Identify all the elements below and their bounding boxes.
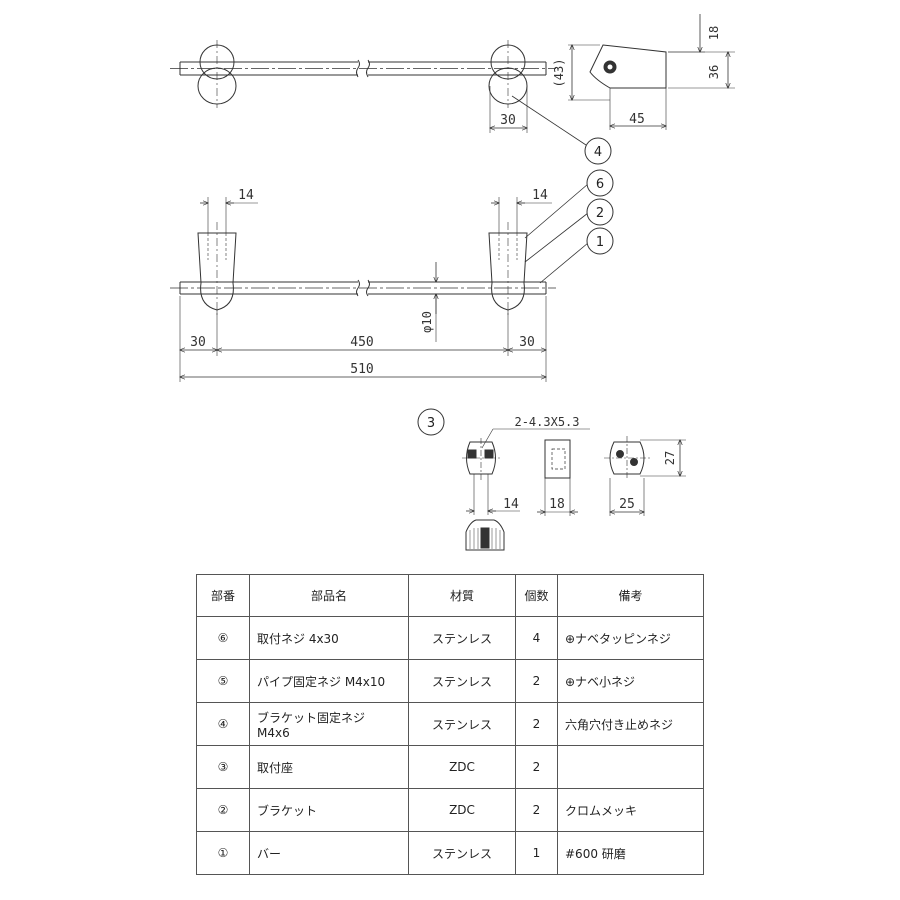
part-note: 六角穴付き止めネジ [557, 702, 704, 746]
part-material: ステンレス [408, 659, 516, 703]
part-name: バー [249, 831, 409, 875]
dim-top-bracket-width: 30 [500, 113, 516, 128]
part-note: クロムメッキ [557, 788, 704, 832]
dim-mount-hole-spec: 2-4.3X5.3 [514, 415, 579, 429]
part-material: ステンレス [408, 616, 516, 660]
part-material: ステンレス [408, 702, 516, 746]
callout-2-circle [586, 198, 614, 226]
dim-mount-base-width: 25 [619, 497, 635, 512]
part-quantity: 2 [515, 702, 558, 746]
part-quantity: 2 [515, 745, 558, 789]
part-note: #600 研磨 [557, 831, 704, 875]
part-name-line2: M4x6 [257, 725, 290, 740]
callout-4: 4 [594, 145, 602, 160]
dim-bracket-width-left: 14 [238, 188, 254, 203]
dim-mount-width: 14 [503, 497, 519, 512]
dim-side-top-offset: 18 [707, 26, 721, 40]
header-part-no: 部番 [196, 574, 250, 617]
table-row: ③ 取付座 ZDC 2 [196, 745, 704, 789]
header-part-name: 部品名 [249, 574, 409, 617]
dim-mount-height: 27 [663, 451, 677, 465]
callout-1-circle [586, 227, 614, 255]
dim-mount-depth: 18 [549, 497, 565, 512]
table-row: ⑥ 取付ネジ 4x30 ステンレス 4 ⊕ナベタッピンネジ [196, 616, 704, 660]
part-no: ⑥ [196, 616, 250, 660]
front-view [170, 183, 589, 382]
part-note: ⊕ナベタッピンネジ [557, 616, 704, 660]
parts-table: 部番 部品名 材質 個数 備考 ⑥ 取付ネジ 4x30 ステンレス 4 ⊕ナベタ… [196, 574, 704, 875]
leader-4 [511, 95, 587, 146]
table-row: ④ ブラケット固定ネジ M4x6 ステンレス 2 六角穴付き止めネジ [196, 702, 704, 746]
dim-side-depth: 45 [629, 112, 645, 127]
dim-pipe-diameter: φ10 [420, 311, 434, 333]
part-no: ⑤ [196, 659, 250, 703]
header-notes: 備考 [557, 574, 704, 617]
part-name: ブラケット [249, 788, 409, 832]
part-quantity: 2 [515, 659, 558, 703]
dim-end-overhang-left: 30 [190, 335, 206, 350]
technical-drawing: 30 (43) 18 36 45 4 [170, 14, 735, 551]
part-quantity: 2 [515, 788, 558, 832]
part-name: 取付座 [249, 745, 409, 789]
callout-3-circle [417, 408, 445, 436]
part-material: ZDC [408, 788, 516, 832]
dim-side-height-paren: (43) [552, 59, 566, 88]
table-row: ⑤ パイプ固定ネジ M4x10 ステンレス 2 ⊕ナベ小ネジ [196, 659, 704, 703]
top-view [170, 40, 556, 133]
side-view [568, 14, 735, 130]
dim-overall-length: 510 [350, 362, 373, 377]
callout-2: 2 [596, 206, 604, 221]
dim-end-overhang-right: 30 [519, 335, 535, 350]
part-name-cell: ブラケット固定ネジ M4x6 [249, 702, 409, 746]
part-note [557, 745, 704, 789]
part-quantity: 4 [515, 616, 558, 660]
part-no: ② [196, 788, 250, 832]
dim-bracket-width-right: 14 [532, 188, 548, 203]
part-quantity: 1 [515, 831, 558, 875]
dim-side-height: 36 [707, 65, 721, 79]
table-row: ① バー ステンレス 1 #600 研磨 [196, 831, 704, 875]
callout-6: 6 [596, 177, 604, 192]
part-material: ZDC [408, 745, 516, 789]
callout-1: 1 [596, 235, 604, 250]
header-material: 材質 [408, 574, 516, 617]
part-note: ⊕ナベ小ネジ [557, 659, 704, 703]
table-row: ② ブラケット ZDC 2 クロムメッキ [196, 788, 704, 832]
dim-center-span: 450 [350, 335, 373, 350]
part-no: ① [196, 831, 250, 875]
part-name: ブラケット固定ネジ [257, 710, 366, 725]
callout-4-circle [584, 137, 612, 165]
callout-3: 3 [427, 416, 435, 431]
callout-6-circle [586, 169, 614, 197]
part-no: ④ [196, 702, 250, 746]
table-header-row: 部番 部品名 材質 個数 備考 [196, 574, 704, 617]
part-name: 取付ネジ 4x30 [249, 616, 409, 660]
part-name: パイプ固定ネジ M4x10 [249, 659, 409, 703]
part-no: ③ [196, 745, 250, 789]
mount-base-views [462, 428, 686, 551]
header-quantity: 個数 [515, 574, 558, 617]
part-material: ステンレス [408, 831, 516, 875]
